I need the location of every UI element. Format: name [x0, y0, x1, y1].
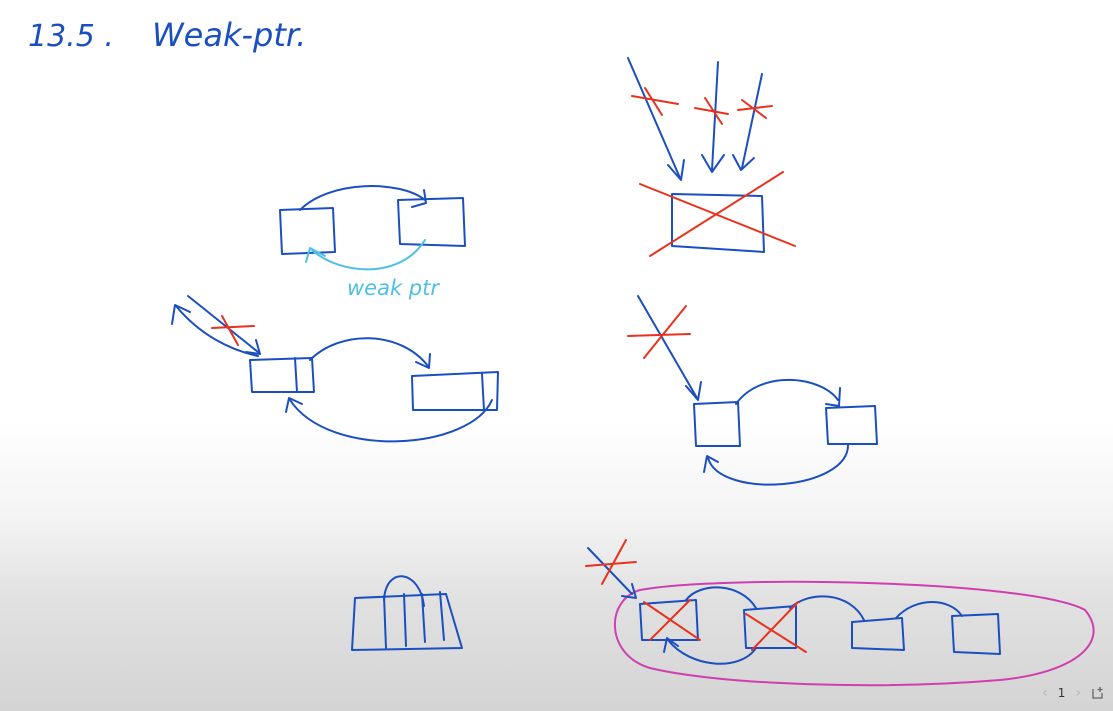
- node-box: [397, 197, 466, 247]
- arrowhead: [411, 189, 427, 208]
- external-arrow: [637, 295, 698, 399]
- diagram-box-sketch: [351, 575, 463, 651]
- external-arrow: [187, 295, 259, 353]
- cross-mark: [585, 539, 637, 585]
- external-arrow: [175, 305, 259, 357]
- incoming-arrow: [741, 73, 763, 169]
- arrowhead: [685, 381, 702, 401]
- add-page-icon[interactable]: [1091, 686, 1105, 700]
- arrowhead: [732, 154, 755, 171]
- chevron-right-icon[interactable]: ›: [1075, 685, 1081, 701]
- diagram-deleted-object: [627, 57, 796, 257]
- cross-mark: [694, 97, 729, 125]
- strong-arrow: [309, 337, 429, 367]
- incoming-arrow: [627, 57, 681, 179]
- node-divider: [481, 373, 485, 411]
- arrowhead: [245, 339, 261, 355]
- strong-arrow: [735, 378, 839, 405]
- object-box: [671, 193, 765, 253]
- strong-arrow: [299, 185, 426, 211]
- weak-ptr-label: weak ptr: [347, 276, 440, 300]
- strong-arrow: [707, 443, 850, 486]
- node-box: [825, 405, 878, 445]
- box-inner-line: [383, 591, 445, 649]
- node-box: [743, 605, 797, 649]
- node-divider: [294, 357, 298, 393]
- chevron-left-icon[interactable]: ‹: [1042, 685, 1048, 701]
- node-box: [249, 357, 315, 393]
- chain-arrow: [685, 586, 757, 609]
- cross-mark: [627, 305, 691, 359]
- arrowhead: [285, 397, 303, 413]
- title-weak-ptr: Weak-ptr.: [152, 16, 306, 54]
- arrowhead: [825, 387, 841, 407]
- arrowhead: [667, 159, 685, 181]
- page-navigator: ‹ 1 ›: [1042, 681, 1105, 705]
- box-handle: [383, 575, 425, 607]
- cross-mark: [631, 87, 679, 116]
- back-arrow: [667, 639, 757, 665]
- big-cross-mark: [639, 171, 796, 257]
- incoming-arrow: [711, 61, 719, 171]
- node-box: [411, 371, 499, 411]
- arrowhead: [621, 583, 637, 599]
- cross-mark: [737, 99, 773, 119]
- node-box: [693, 401, 741, 447]
- page-number: 1: [1057, 686, 1066, 700]
- arrowhead: [701, 154, 725, 173]
- diagram-chain: [585, 539, 1095, 687]
- arrowhead: [663, 637, 679, 653]
- arrowhead: [415, 353, 431, 369]
- node-box: [639, 599, 699, 641]
- chain-arrow: [895, 601, 963, 619]
- diagram-cycle-leak: [171, 295, 499, 443]
- cross-mark: [643, 599, 701, 641]
- weak-arrow: [311, 239, 426, 271]
- node-box: [851, 617, 905, 651]
- section-number: 13.5 .: [28, 19, 114, 54]
- box-outline: [351, 593, 463, 651]
- arrowhead: [171, 304, 191, 325]
- cross-mark: [211, 315, 255, 346]
- diagram-weak-ptr-cycle: weak ptr: [279, 185, 466, 300]
- chain-arrow: [789, 595, 865, 621]
- arrowhead: [305, 247, 326, 263]
- node-box: [951, 613, 1001, 655]
- node-box: [279, 207, 336, 255]
- strong-arrow: [289, 399, 493, 443]
- cross-mark: [745, 601, 807, 653]
- arrowhead: [703, 455, 719, 473]
- enclosing-ellipse: [614, 580, 1095, 687]
- diagram-cycle-unreachable: [627, 295, 878, 486]
